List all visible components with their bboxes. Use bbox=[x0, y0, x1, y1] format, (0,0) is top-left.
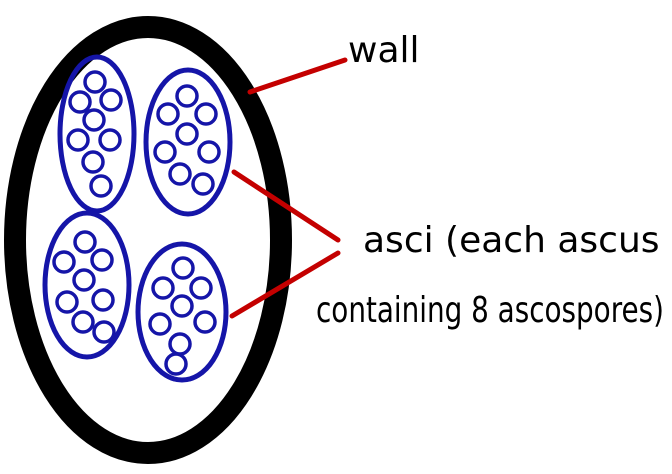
ascus-top-left bbox=[57, 54, 137, 214]
asci-label-line1: asci (each ascus bbox=[363, 220, 660, 261]
ascospore bbox=[175, 84, 199, 108]
ascospore bbox=[90, 248, 114, 272]
ascospore bbox=[170, 294, 194, 318]
ascospore bbox=[98, 128, 122, 152]
wall-leader-line bbox=[247, 57, 348, 95]
ascospore bbox=[189, 276, 213, 300]
ascospore bbox=[89, 174, 113, 198]
ascospore bbox=[191, 172, 215, 196]
ascus-bottom-left bbox=[42, 210, 132, 360]
asci-leader-line-lower bbox=[229, 250, 341, 319]
asci-label-line2: containing 8 ascospores) bbox=[316, 290, 664, 331]
ascospore bbox=[148, 312, 172, 336]
ascospore bbox=[72, 268, 96, 292]
wall-label: wall bbox=[348, 30, 420, 71]
ascospore bbox=[175, 122, 199, 146]
ascospore bbox=[92, 320, 116, 344]
ascospore bbox=[194, 102, 218, 126]
ascus-membrane bbox=[135, 241, 229, 383]
ascospore bbox=[83, 70, 107, 94]
ascospore bbox=[73, 230, 97, 254]
ascus-top-right bbox=[143, 67, 233, 217]
ascospore bbox=[153, 140, 177, 164]
ascospore bbox=[168, 332, 192, 356]
ascus-membrane bbox=[143, 67, 233, 217]
ascospore bbox=[99, 88, 123, 112]
ascospore bbox=[82, 108, 106, 132]
ascospore bbox=[81, 150, 105, 174]
ascospore bbox=[151, 276, 175, 300]
outer-wall bbox=[4, 16, 292, 464]
ascus-membrane bbox=[57, 54, 137, 214]
ascospore bbox=[171, 256, 195, 280]
ascus-membrane bbox=[42, 210, 132, 360]
ascospore bbox=[66, 128, 90, 152]
ascospore bbox=[68, 90, 92, 114]
ascospore bbox=[193, 310, 217, 334]
ascospore bbox=[71, 310, 95, 334]
ascospore bbox=[91, 288, 115, 312]
ascospore bbox=[55, 290, 79, 314]
ascospore bbox=[197, 140, 221, 164]
ascospore bbox=[168, 162, 192, 186]
ascospore bbox=[52, 250, 76, 274]
asci-leader-line-upper bbox=[231, 169, 341, 243]
ascus-bottom-right bbox=[135, 241, 229, 383]
ascospore bbox=[156, 102, 180, 126]
ascospore bbox=[164, 352, 188, 376]
